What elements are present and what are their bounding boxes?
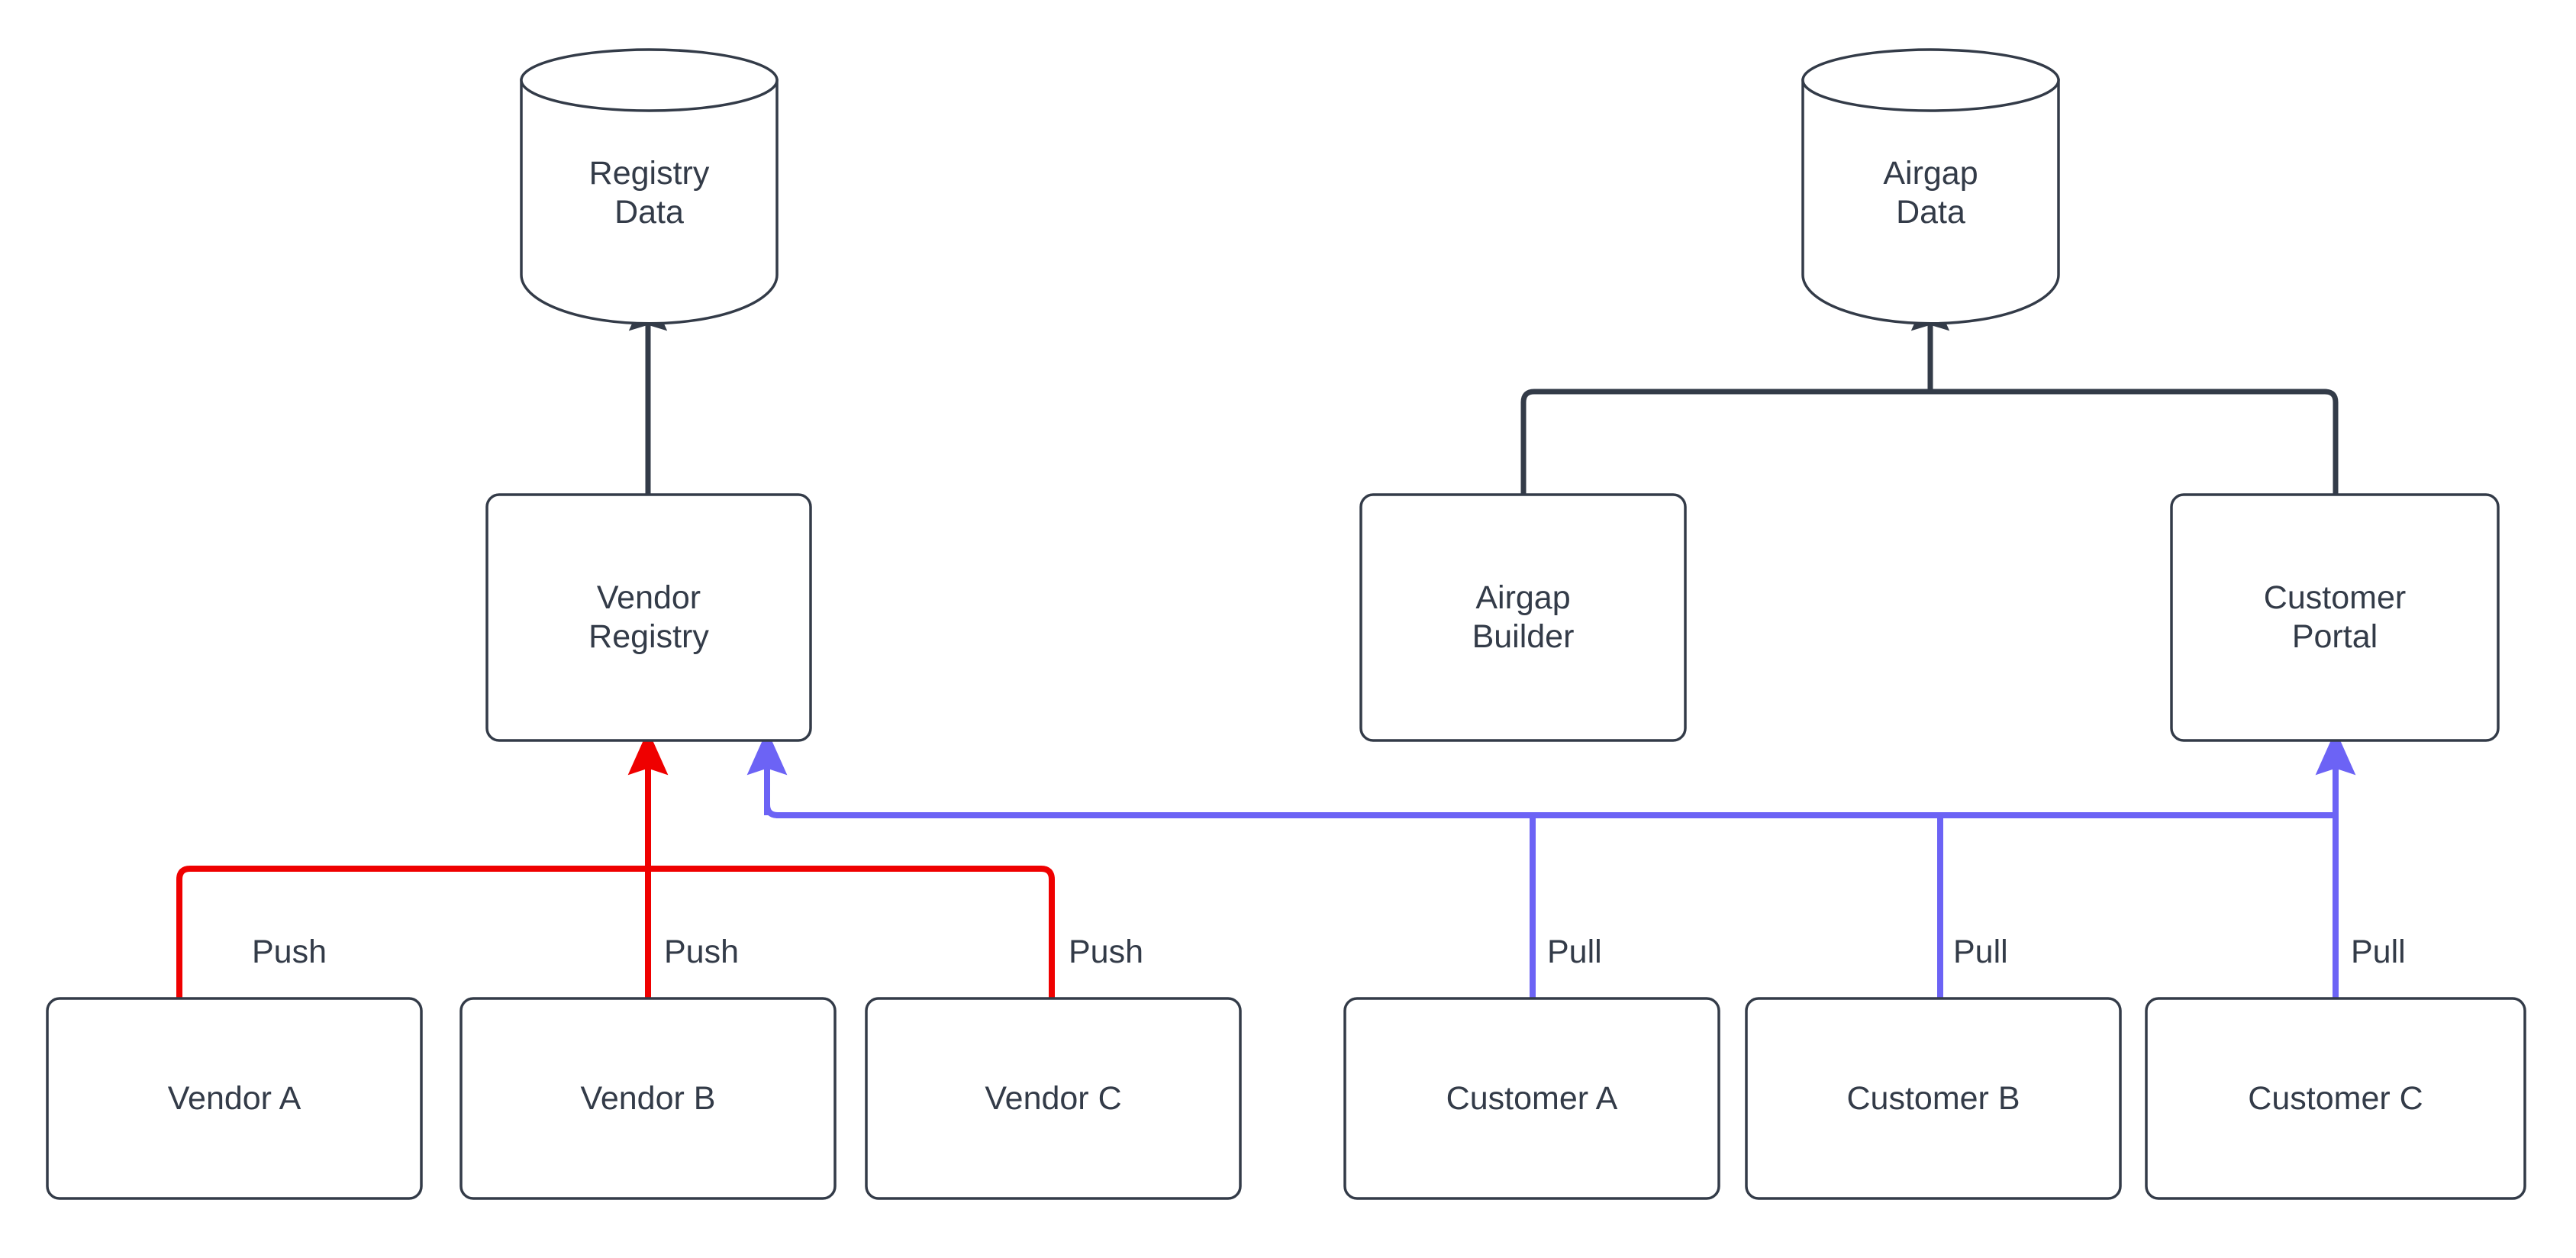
service-customer-portal[interactable] <box>2170 493 2500 742</box>
actor-vendor-c[interactable] <box>865 997 1242 1200</box>
datastore-airgap-data[interactable] <box>1801 48 2060 325</box>
edge-push-vendor-a <box>176 866 648 998</box>
edge-pull-corner-vendor-registry <box>764 804 779 818</box>
edge-label-push-vendor-a: Push <box>252 934 327 970</box>
service-airgap-builder[interactable] <box>1359 493 1687 742</box>
actor-customer-b[interactable] <box>1745 997 2122 1200</box>
edge-airgap-fork-to-airgap-data <box>1520 389 1930 495</box>
datastore-registry-data[interactable] <box>520 48 779 325</box>
service-vendor-registry[interactable] <box>485 493 812 742</box>
actor-vendor-a[interactable] <box>46 997 423 1200</box>
edge-label-push-vendor-c: Push <box>1069 934 1144 970</box>
edge-label-pull-customer-b: Pull <box>1953 934 2008 970</box>
edge-label-push-vendor-b: Push <box>664 934 740 970</box>
edge-push-vendor-c <box>648 866 1055 998</box>
edge-label-pull-customer-a: Pull <box>1547 934 1602 970</box>
actor-vendor-b[interactable] <box>459 997 837 1200</box>
edge-customer-portal-fork-to-airgap-data <box>1930 389 2339 495</box>
edge-label-pull-customer-c: Pull <box>2351 934 2406 970</box>
actor-customer-a[interactable] <box>1343 997 1720 1200</box>
actor-customer-c[interactable] <box>2145 997 2526 1200</box>
